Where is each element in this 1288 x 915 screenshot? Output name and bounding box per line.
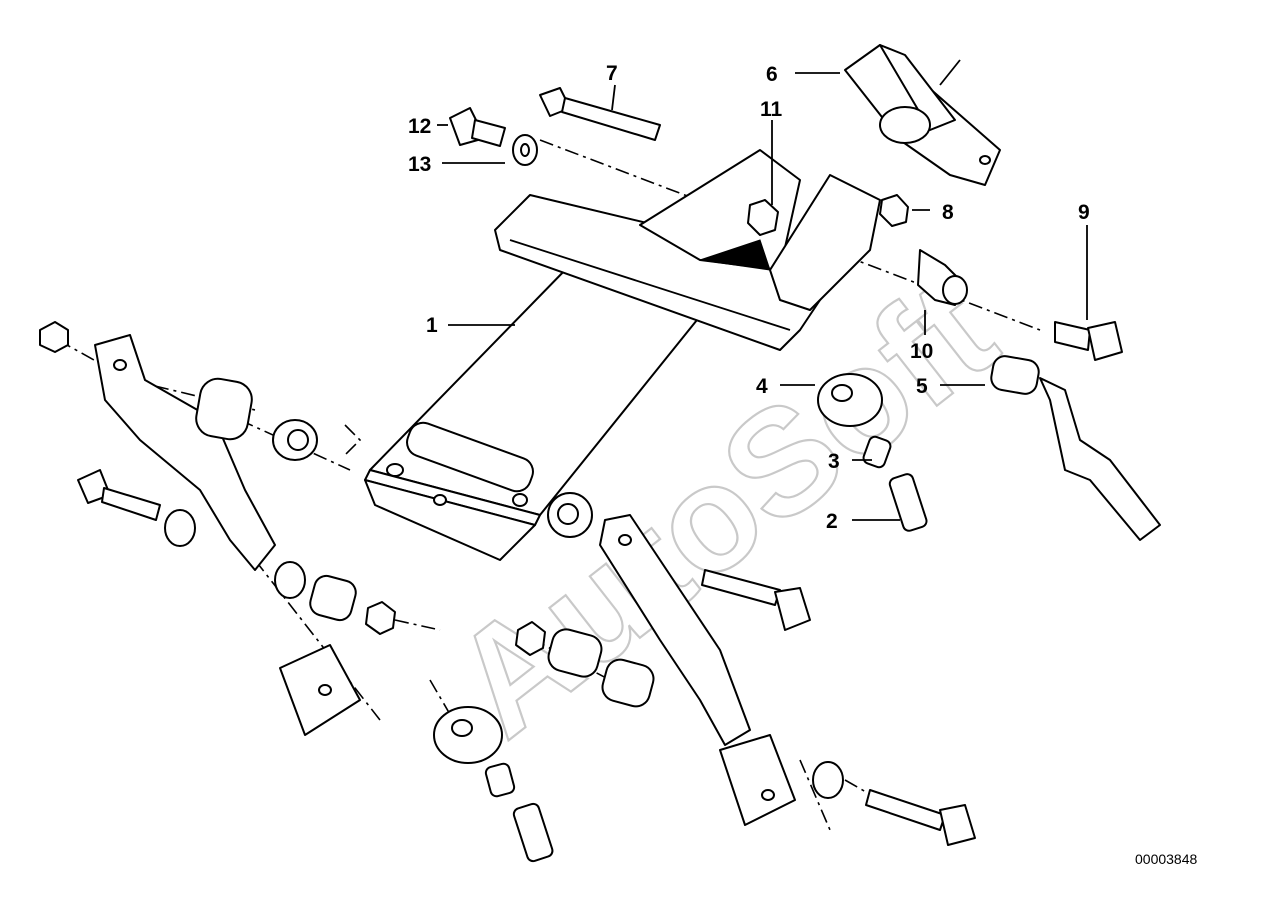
callout-5: 5 [916,375,928,398]
callout-8: 8 [942,201,954,224]
main-bracket [364,149,881,561]
callout-10: 10 [910,340,933,363]
callout-3: 3 [828,450,840,473]
center-hardware [433,492,655,863]
callouts: 1 2 3 4 5 6 7 8 9 10 11 12 13 [408,62,1090,533]
diagram-reference-number: 00003848 [1135,851,1198,867]
nuts [39,194,909,353]
callout-11: 11 [760,98,783,121]
clip-and-bolt [917,249,1123,361]
callout-1: 1 [426,314,438,337]
right-link-assembly [599,514,976,846]
clamp-block [844,44,1001,186]
callout-2: 2 [826,510,838,533]
leader-lines [437,72,1088,521]
callout-6: 6 [766,63,778,86]
callout-12: 12 [408,115,431,138]
shift-lever [990,355,1161,541]
callout-7: 7 [606,62,618,85]
callout-13: 13 [408,153,431,176]
rubber-mount-stack [817,373,928,532]
callout-9: 9 [1078,201,1090,224]
callout-4: 4 [756,375,768,398]
short-bolt-and-washer [449,107,538,166]
left-link-assembly [77,334,396,736]
long-bolt [539,87,661,141]
